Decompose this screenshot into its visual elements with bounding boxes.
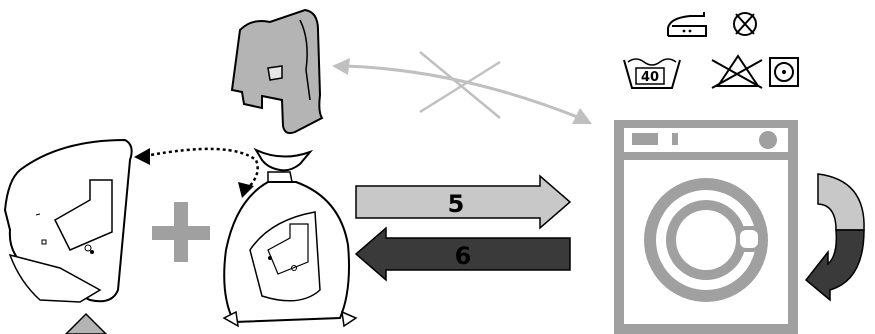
- seat-shell-icon: [5, 140, 132, 302]
- no-dry-clean-icon: [734, 13, 756, 35]
- plus-icon: [152, 202, 210, 262]
- wash-temperature: 40: [641, 70, 659, 85]
- care-symbols: 40: [624, 12, 798, 88]
- step-5-label: 5: [448, 190, 465, 218]
- iron-low-heat-icon: [668, 12, 706, 36]
- removed-cover-icon: [232, 10, 322, 133]
- no-machine-cover-arrow: [332, 52, 592, 124]
- wash-40-icon: 40: [624, 59, 680, 88]
- tumble-dry-icon: [770, 58, 798, 86]
- insert-arrow: [134, 148, 258, 198]
- step-6-label: 6: [455, 242, 472, 270]
- rotation-arrow-icon: [806, 174, 864, 300]
- partial-triangle-icon: [66, 314, 106, 334]
- laundry-bag-icon: [224, 150, 356, 326]
- no-bleach-icon: [712, 56, 762, 88]
- washing-machine-icon: [614, 120, 798, 334]
